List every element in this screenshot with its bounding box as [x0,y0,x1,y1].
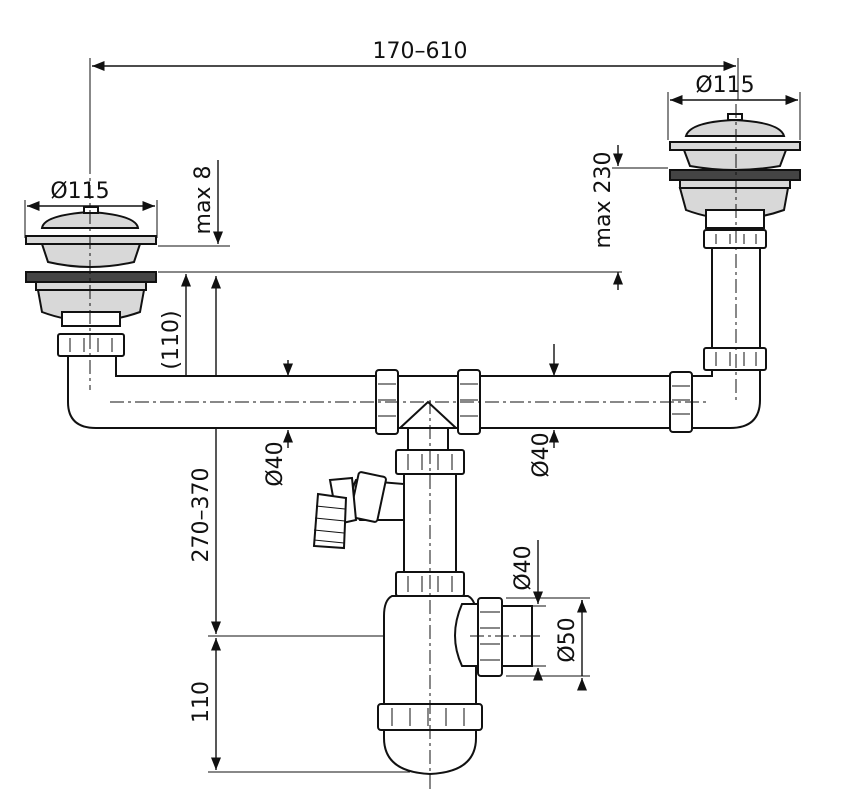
dimension-right-diameter-label: Ø115 [695,73,754,98]
dimension-dia40-right-label: Ø40 [529,432,554,477]
left-strainer [25,206,157,357]
dimension-dia40-left-label: Ø40 [263,441,288,486]
dimension-dia40-outlet-label: Ø40 [511,545,536,590]
dimension-110: 110 [189,638,410,773]
central-tee [375,369,481,451]
dimension-span-label: 170–610 [373,39,468,64]
dimension-max-230-label: max 230 [591,152,616,249]
left-elbow-pipe [67,355,377,429]
centre-lines [89,104,737,790]
dimension-right-diameter: Ø115 [667,73,801,140]
right-strainer [669,113,801,371]
dimension-dia50-outlet: Ø50 [506,597,590,691]
dimension-dia40-right: Ø40 [529,344,560,478]
dimension-dia40-left: Ø40 [263,360,294,487]
dimension-110-label: 110 [189,681,214,723]
dimension-dia40-outlet: Ø40 [500,540,546,681]
dimension-max-8-label: max 8 [191,166,216,235]
right-elbow-pipe [477,369,761,433]
side-connector [312,471,405,550]
dimension-span: 170–610 [89,39,739,168]
dimension-left-diameter-label: Ø115 [50,179,109,204]
dimension-270-370-label: 270–370 [189,468,214,563]
dimension-max-230: max 230 [591,145,668,290]
dimension-110-paren-label: (110) [159,310,184,369]
dimension-dia50-outlet-label: Ø50 [555,617,580,662]
vertical-pipe [395,449,465,597]
bottle-trap [377,595,533,776]
dimension-max-8: max 8 [158,160,230,247]
dimension-270-370: 270–370 [189,276,540,637]
